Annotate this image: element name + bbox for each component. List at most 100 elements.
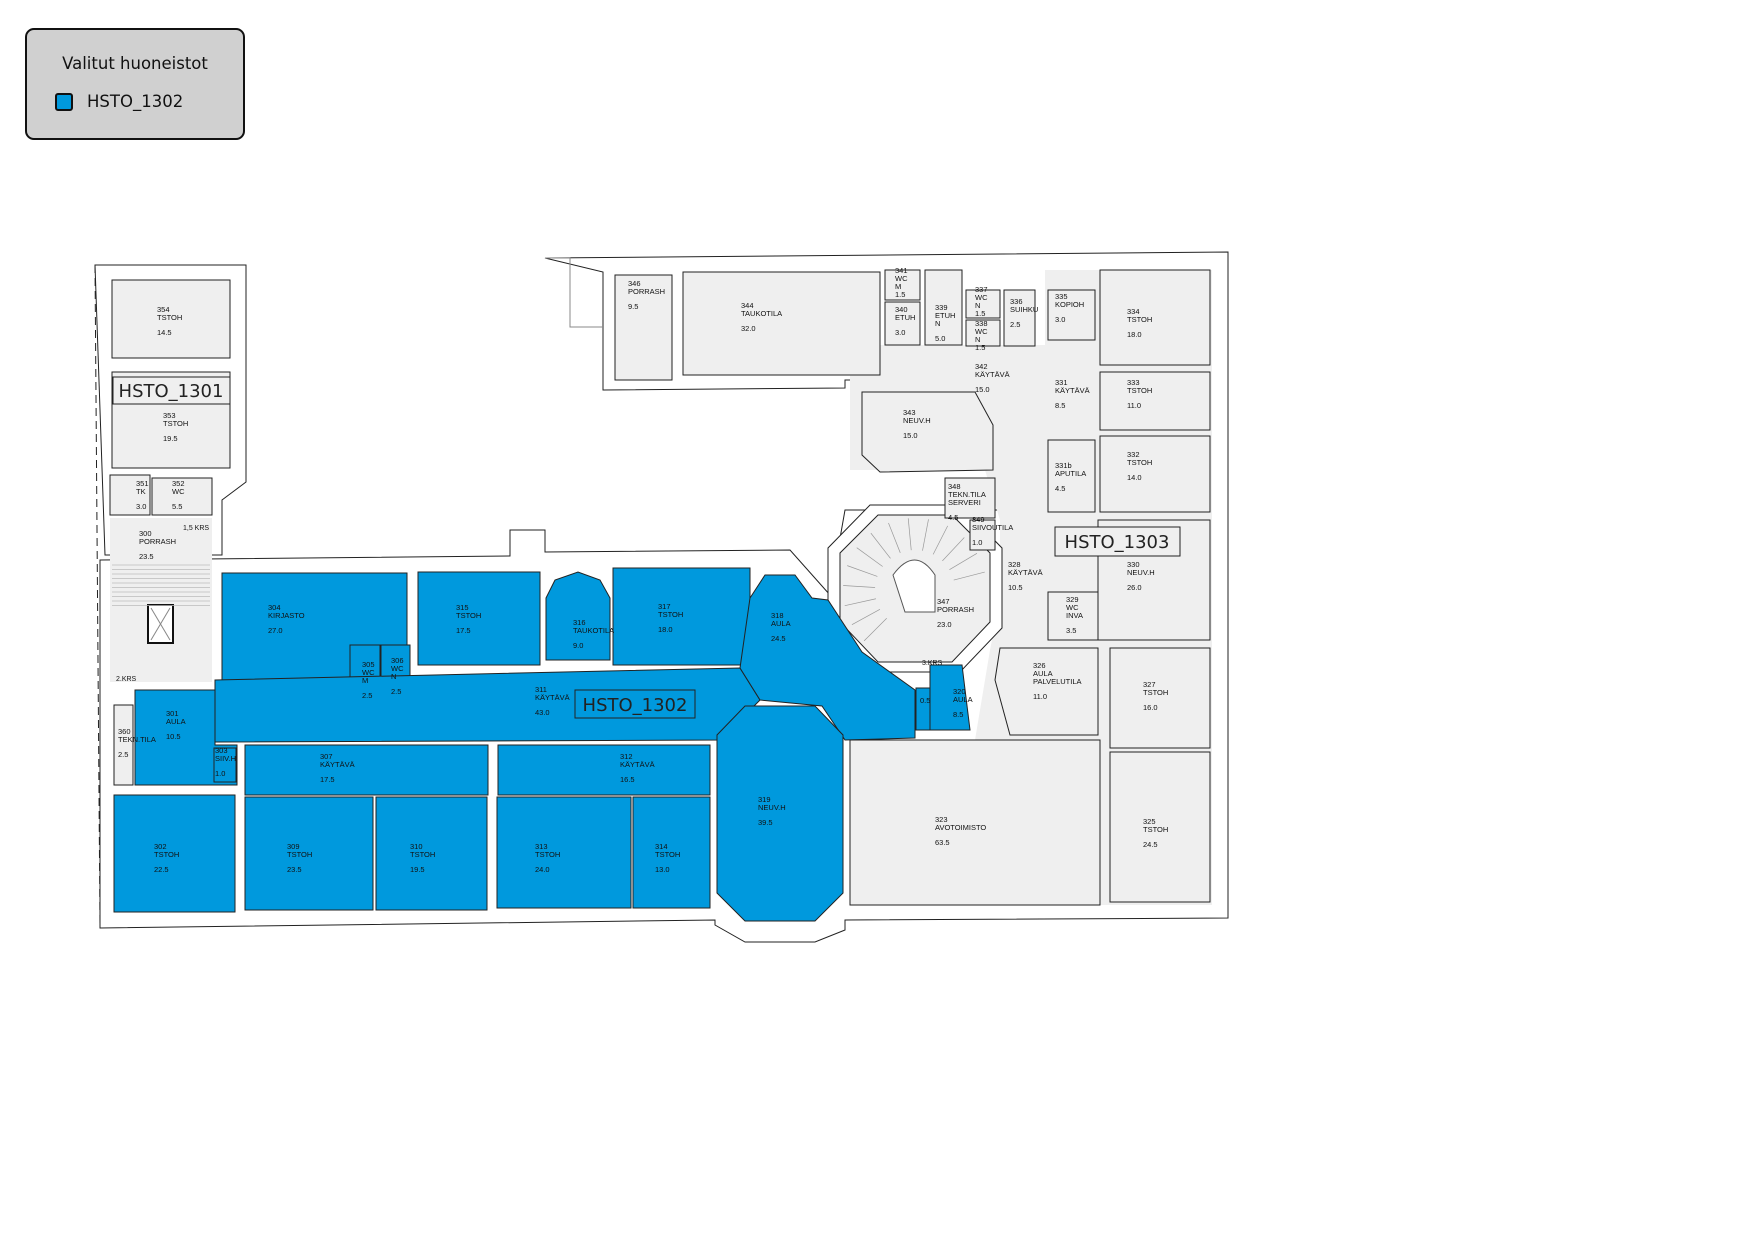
room-area: 2.5 bbox=[391, 687, 401, 696]
room-area: 19.5 bbox=[410, 865, 425, 874]
room-310[interactable] bbox=[375, 796, 488, 911]
room-334[interactable] bbox=[1099, 269, 1211, 366]
room-351[interactable] bbox=[109, 474, 151, 516]
room-name: KÄYTÄVÄ bbox=[620, 760, 655, 769]
room-352[interactable] bbox=[151, 477, 213, 516]
room-338[interactable] bbox=[965, 319, 1001, 347]
room-area: 22.5 bbox=[154, 865, 169, 874]
room-302[interactable] bbox=[113, 794, 236, 913]
room-name: TSTOH bbox=[535, 850, 560, 859]
room-name: NEUV.H bbox=[1127, 568, 1155, 577]
room-number: 313 bbox=[535, 842, 548, 851]
room-area: 24.0 bbox=[535, 865, 550, 874]
room-327[interactable] bbox=[1109, 647, 1211, 749]
room-329[interactable] bbox=[1047, 591, 1099, 641]
room-unnumbered-25[interactable] bbox=[915, 687, 931, 731]
dashed-boundary bbox=[94, 264, 101, 926]
room-346[interactable] bbox=[614, 274, 673, 381]
room-area: 17.5 bbox=[320, 775, 335, 784]
room-331b[interactable] bbox=[1047, 439, 1096, 513]
room-name: TSTOH bbox=[1127, 386, 1152, 395]
room-number: 342 bbox=[975, 362, 988, 371]
apartment-label-text: HSTO_1303 bbox=[1065, 532, 1170, 553]
room-318[interactable] bbox=[739, 574, 916, 741]
room-325[interactable] bbox=[1109, 751, 1211, 903]
room-360[interactable] bbox=[113, 704, 134, 786]
room-area: 16.0 bbox=[1143, 703, 1158, 712]
room-339[interactable] bbox=[924, 269, 963, 346]
room-number: 309 bbox=[287, 842, 300, 851]
room-area: 8.5 bbox=[953, 710, 963, 719]
room-323[interactable] bbox=[849, 739, 1101, 906]
room-name: TSTOH bbox=[658, 610, 683, 619]
room-340[interactable] bbox=[884, 301, 921, 346]
room-333[interactable] bbox=[1099, 371, 1211, 431]
room-area: 15.0 bbox=[975, 385, 990, 394]
room-307[interactable] bbox=[244, 744, 489, 796]
room-337[interactable] bbox=[965, 289, 1001, 319]
room-349[interactable] bbox=[969, 519, 996, 551]
room-area: 5.0 bbox=[935, 334, 945, 343]
room-name: PORRASH bbox=[139, 537, 176, 546]
room-332[interactable] bbox=[1099, 435, 1211, 513]
room-area: 1.5 bbox=[975, 309, 985, 318]
floor-label-2-krs: 2.KRS bbox=[116, 676, 137, 683]
room-number: 305 bbox=[362, 660, 375, 669]
room-number: 338 bbox=[975, 319, 988, 328]
room-number: 335 bbox=[1055, 292, 1068, 301]
room-313[interactable] bbox=[496, 796, 632, 909]
room-number: 312 bbox=[620, 752, 633, 761]
room-343[interactable] bbox=[861, 391, 994, 473]
room-area: 32.0 bbox=[741, 324, 756, 333]
room-name: PALVELUTILA bbox=[1033, 677, 1082, 686]
room-name: TSTOH bbox=[1127, 458, 1152, 467]
room-348[interactable] bbox=[944, 477, 996, 519]
room-name: SIIVOUTILA bbox=[972, 523, 1013, 532]
room-name: TSTOH bbox=[1143, 825, 1168, 834]
room-name: ETUH bbox=[935, 311, 955, 320]
room-319[interactable] bbox=[716, 705, 844, 922]
room-344[interactable] bbox=[682, 271, 881, 376]
room-314[interactable] bbox=[632, 796, 711, 909]
room-name: N bbox=[391, 672, 396, 681]
stair-tread bbox=[843, 585, 876, 588]
room-name: TSTOH bbox=[287, 850, 312, 859]
apartment-label-hsto-1301: HSTO_1301 bbox=[112, 376, 231, 405]
room-number: 329 bbox=[1066, 595, 1079, 604]
room-area: 11.0 bbox=[1127, 401, 1141, 410]
room-335[interactable] bbox=[1047, 289, 1096, 341]
room-326[interactable] bbox=[994, 647, 1099, 736]
room-309[interactable] bbox=[244, 796, 374, 911]
legend-item-hsto-1302[interactable]: HSTO_1302 bbox=[55, 92, 183, 111]
room-number: 334 bbox=[1127, 307, 1140, 316]
rooms-layer bbox=[109, 269, 1211, 922]
room-number: 317 bbox=[658, 602, 671, 611]
room-341[interactable] bbox=[884, 269, 921, 301]
room-number: 323 bbox=[935, 815, 948, 824]
room-name: KOPIOH bbox=[1055, 300, 1084, 309]
room-303[interactable] bbox=[213, 747, 237, 783]
room-number: 340 bbox=[895, 305, 908, 314]
room-354[interactable] bbox=[111, 279, 231, 359]
room-316[interactable] bbox=[545, 571, 611, 661]
room-area: 23.5 bbox=[139, 552, 154, 561]
room-area: 3.0 bbox=[136, 502, 146, 511]
room-312[interactable] bbox=[497, 744, 711, 796]
stair-well bbox=[892, 559, 936, 613]
room-336[interactable] bbox=[1003, 289, 1036, 347]
room-315[interactable] bbox=[417, 571, 541, 666]
room-name: TSTOH bbox=[655, 850, 680, 859]
room-name: KÄYTÄVÄ bbox=[975, 370, 1010, 379]
